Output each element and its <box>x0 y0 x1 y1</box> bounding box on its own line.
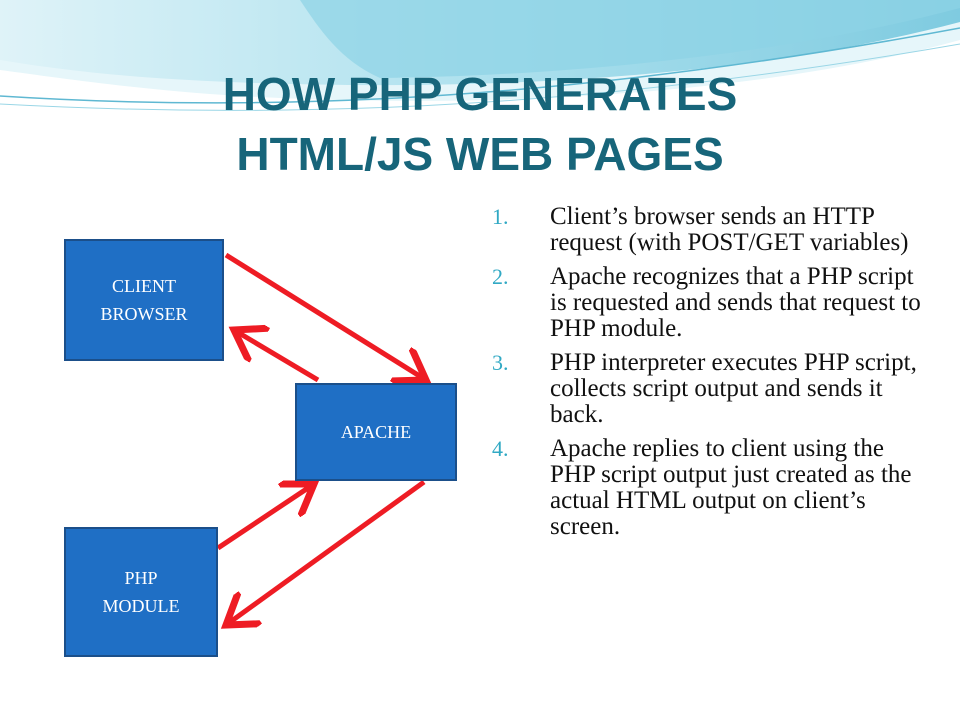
list-item: 4. Apache replies to client using the PH… <box>492 436 932 540</box>
php-module-box: PHP MODULE <box>64 527 218 657</box>
arrow-apache-to-php <box>226 479 426 625</box>
step-number: 3. <box>492 350 509 375</box>
step-number: 1. <box>492 204 509 229</box>
php-box-line-1: PHP <box>124 568 158 588</box>
client-browser-box: CLIENT BROWSER <box>64 239 224 361</box>
wave-band-front <box>300 0 960 78</box>
client-box-line-1: CLIENT <box>112 276 176 296</box>
step-number: 2. <box>492 264 509 289</box>
step-text: PHP interpreter executes PHP script, col… <box>550 349 917 428</box>
slide-title: HOW PHP GENERATES HTML/JS WEB PAGES <box>0 64 960 184</box>
step-text: Apache replies to client using the PHP s… <box>550 435 912 540</box>
apache-box: APACHE <box>295 383 457 481</box>
wave-line <box>0 27 960 104</box>
arrow-client-to-apache <box>224 252 426 380</box>
client-box-line-2: BROWSER <box>100 304 188 324</box>
title-line-1: HOW PHP GENERATES <box>222 68 738 120</box>
step-text: Client’s browser sends an HTTP request (… <box>550 203 909 256</box>
step-number: 4. <box>492 436 509 461</box>
wave-line-2 <box>0 43 960 111</box>
list-item: 1. Client’s browser sends an HTTP reques… <box>492 204 932 256</box>
wave-decoration <box>0 0 960 111</box>
php-box-line-2: MODULE <box>102 596 180 616</box>
apache-box-label: APACHE <box>340 422 412 442</box>
title-line-2: HTML/JS WEB PAGES <box>236 128 724 180</box>
arrow-php-to-apache <box>216 484 314 551</box>
arrow-apache-to-client <box>234 330 320 383</box>
list-item: 2. Apache recognizes that a PHP script i… <box>492 264 932 342</box>
step-text: Apache recognizes that a PHP script is r… <box>550 263 921 342</box>
list-item: 3. PHP interpreter executes PHP script, … <box>492 350 932 428</box>
steps-list: 1. Client’s browser sends an HTTP reques… <box>492 204 932 548</box>
